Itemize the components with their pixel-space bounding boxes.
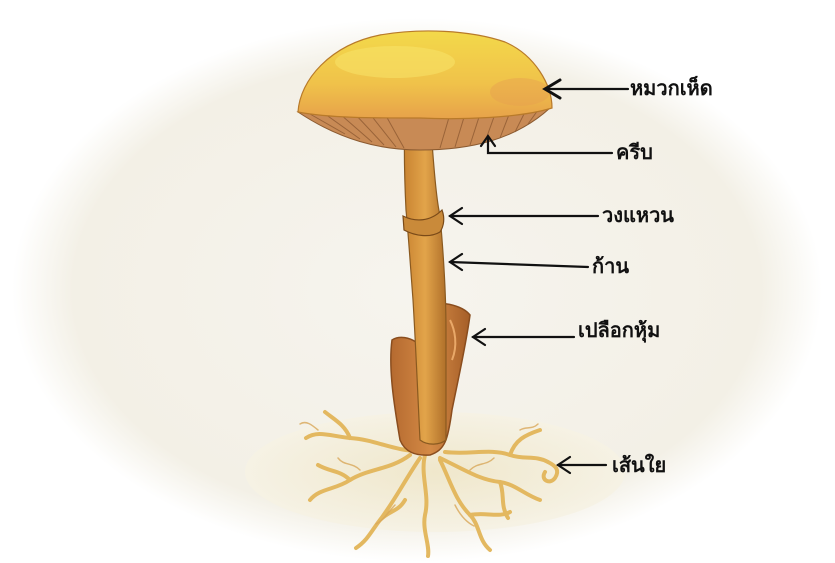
label-cap: หมวกเห็ด (630, 78, 713, 98)
label-gills: ครีบ (616, 142, 653, 162)
cap-rim-shade (490, 78, 550, 106)
label-mycelium: เส้นใย (612, 455, 666, 475)
label-ring: วงแหวน (602, 205, 674, 225)
label-stalk: ก้าน (592, 256, 629, 276)
label-volva: เปลือกหุ้ม (578, 320, 660, 340)
cap-highlight (335, 46, 455, 78)
